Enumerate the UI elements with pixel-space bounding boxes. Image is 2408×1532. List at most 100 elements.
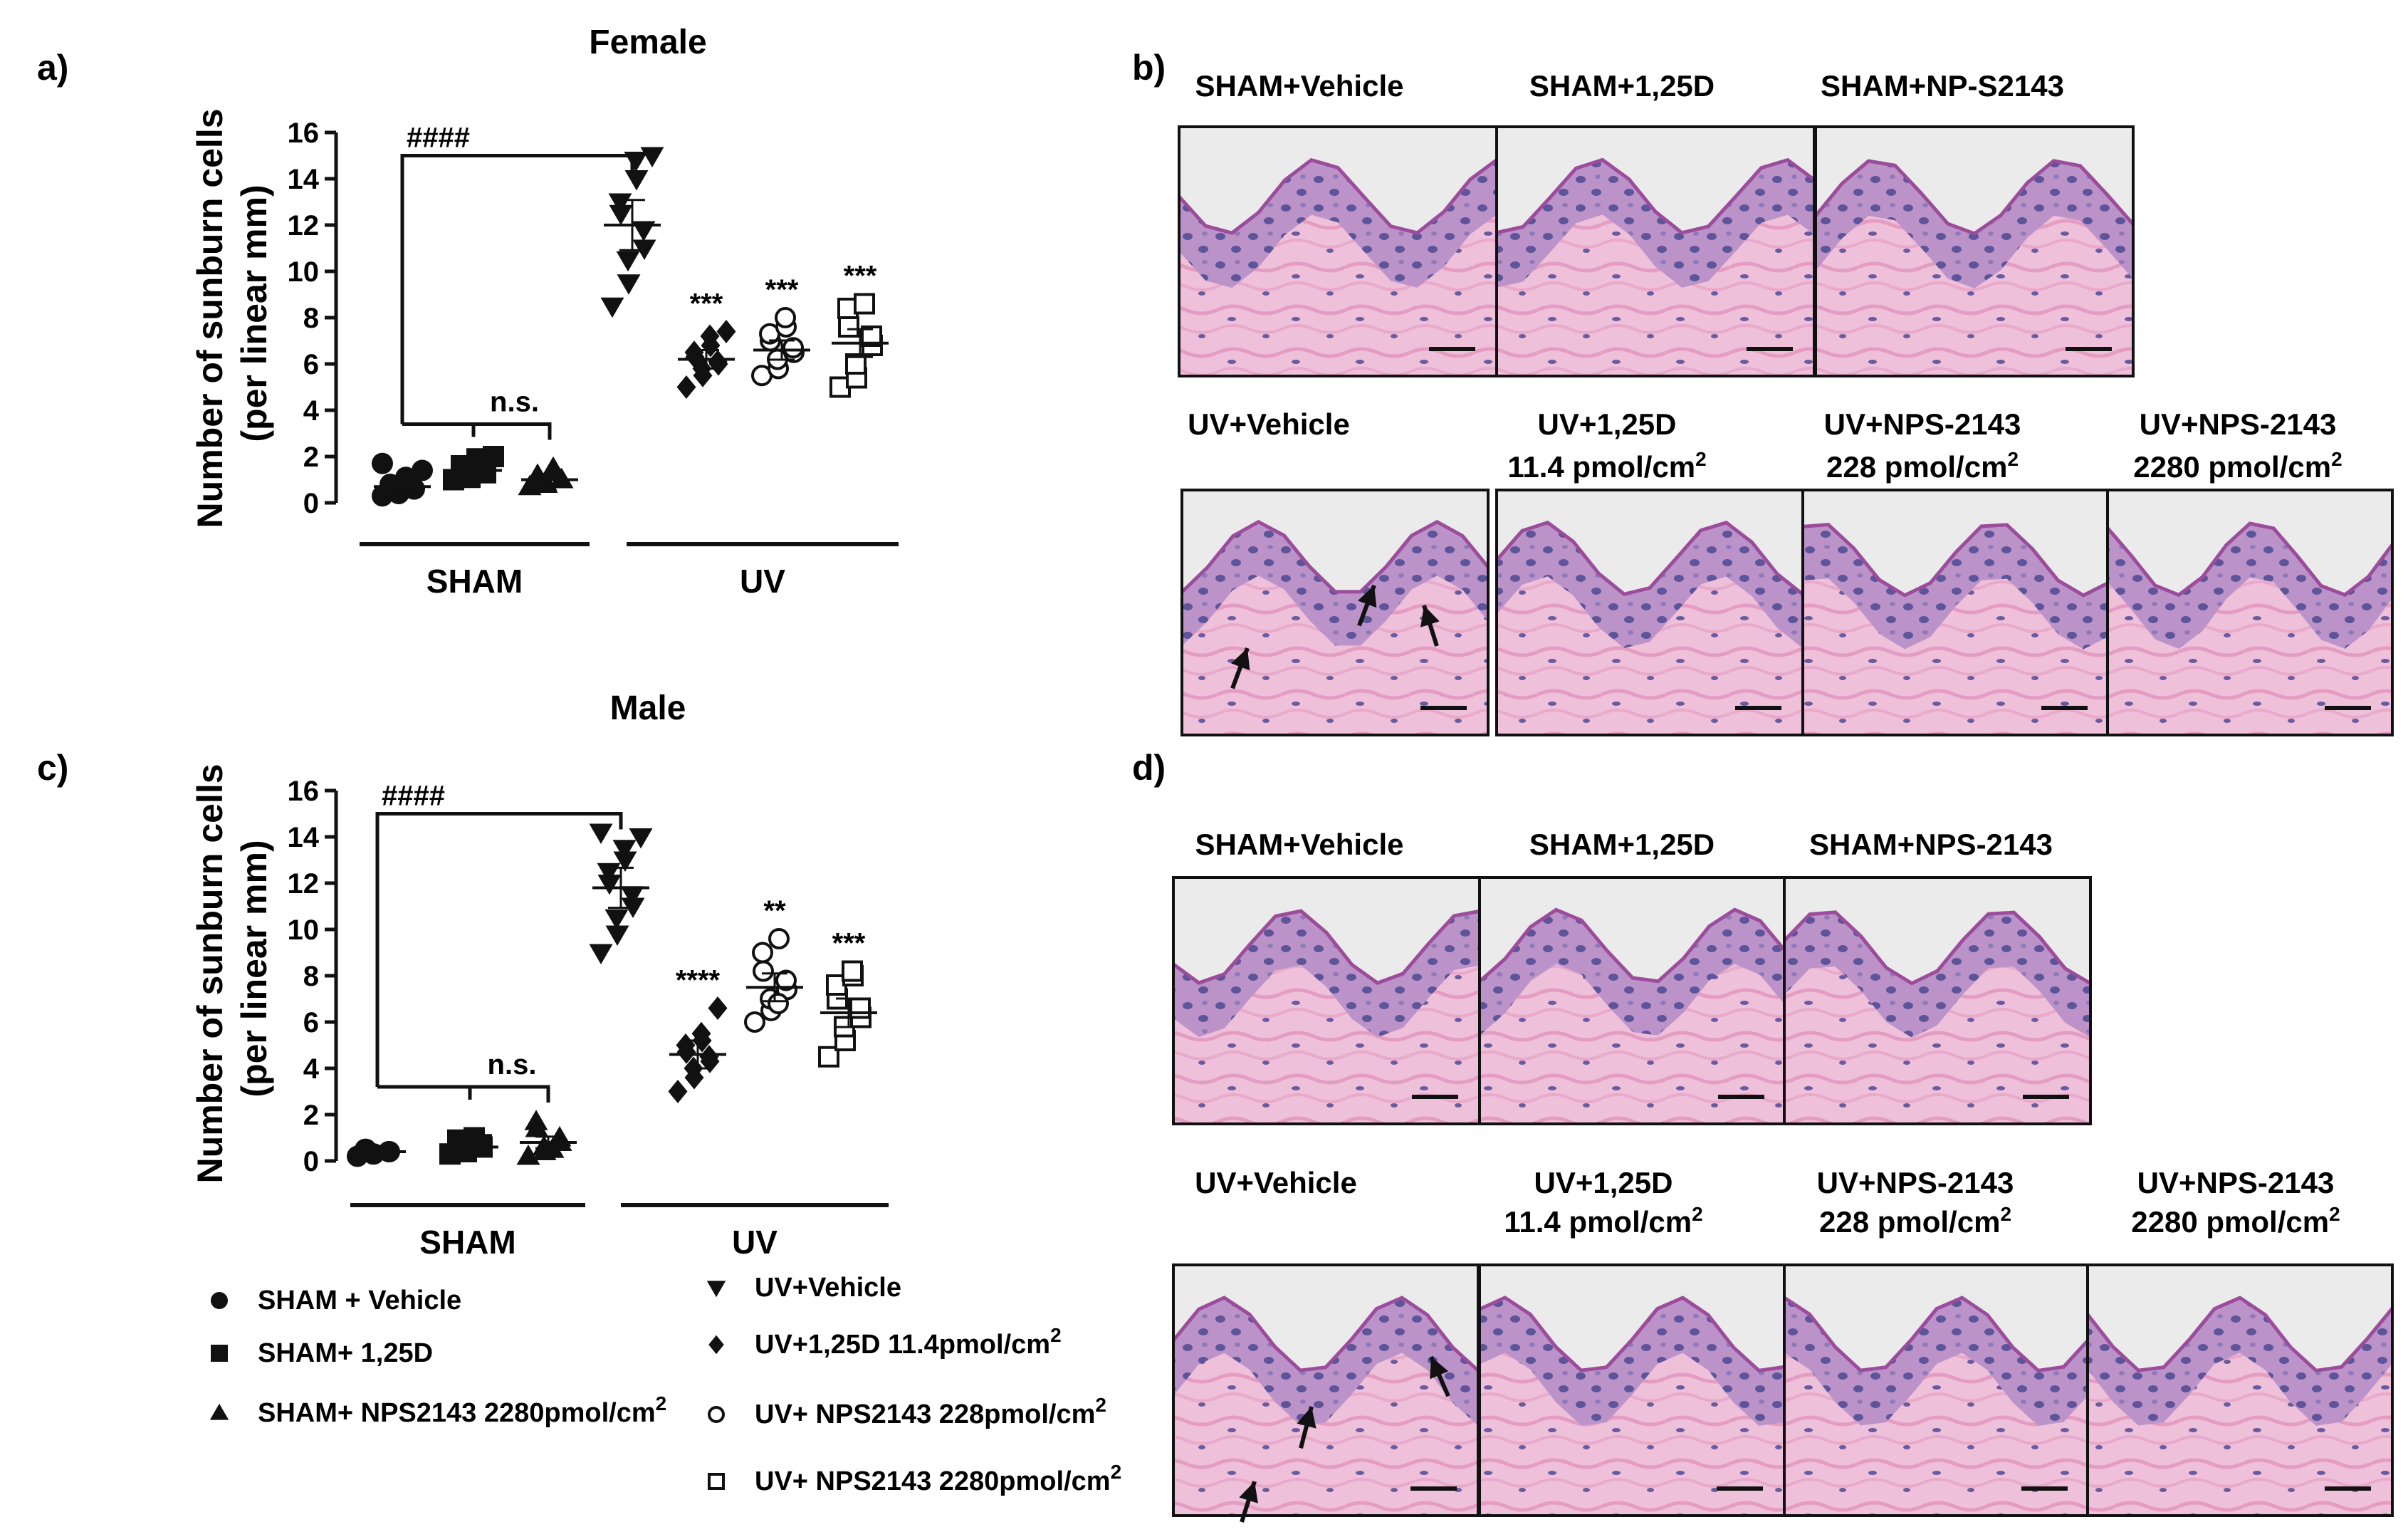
micrograph-d-top-label: SHAM+Vehicle [1195, 828, 1404, 861]
data-point [775, 969, 797, 991]
data-point [612, 840, 637, 860]
data-point [624, 170, 649, 191]
micrograph-d-bottom-sublabel: 228 pmol/cm2 [1819, 1203, 2011, 1239]
series-5: *** [751, 274, 810, 387]
micrograph-b-top-label: SHAM+NP-S2143 [1821, 69, 2064, 103]
micrograph-d-top-label: SHAM+NPS-2143 [1809, 828, 2053, 861]
legend-item: UV+ NPS2143 228pmol/cm2 [708, 1394, 1106, 1429]
micrograph-b-top-2 [1814, 125, 2135, 377]
ns-label: n.s. [490, 387, 539, 418]
legend-marker [211, 1345, 228, 1362]
data-point [716, 320, 736, 343]
y-tick-label: 2 [303, 442, 319, 473]
y-tick-label: 6 [303, 349, 319, 380]
micrograph-d-bottom-0 [1172, 1263, 1480, 1517]
micrograph-d-bottom-3 [2086, 1263, 2394, 1517]
legend-label: UV+ NPS2143 2280pmol/cm2 [755, 1461, 1121, 1496]
legend-marker [211, 1292, 228, 1309]
data-point [355, 1138, 376, 1160]
series-6: *** [829, 261, 889, 398]
micrograph-d-top-label: SHAM+1,25D [1529, 828, 1715, 861]
ns-label: n.s. [488, 1049, 537, 1080]
data-point [699, 1045, 719, 1069]
data-point [524, 1110, 548, 1130]
micrograph-b-top-1 [1495, 125, 1816, 377]
legend-item: SHAM + Vehicle [211, 1286, 461, 1315]
panel-label-b: b) [1132, 48, 1166, 88]
y-tick-label: 10 [288, 256, 320, 288]
data-point [464, 1127, 485, 1149]
chart-title: Female [589, 24, 706, 61]
series-4: *** [676, 288, 736, 399]
legend-label: SHAM+ 1,25D [258, 1338, 433, 1368]
data-point [676, 1033, 696, 1057]
chart-female: Female Number of sunburn cells (per line… [190, 24, 899, 600]
y-tick-label: 8 [303, 303, 319, 334]
data-point [412, 459, 433, 481]
arrow-icon [1230, 647, 1250, 689]
panel-label-c: c) [37, 748, 68, 788]
data-point [752, 942, 773, 964]
legend-label: UV+1,25D 11.4pmol/cm2 [755, 1324, 1062, 1360]
micrograph-b-bottom-1 [1495, 489, 1804, 736]
micrograph-d-bottom-label: UV+NPS-2143 [1817, 1166, 2014, 1199]
legend-marker [708, 1406, 725, 1423]
series-5: ** [744, 895, 803, 1033]
micrograph-b-bottom-0 [1181, 489, 1490, 736]
legend-marker [708, 1473, 725, 1490]
significance-bracket [375, 812, 623, 1087]
micrograph-b-bottom-2 [1801, 489, 2110, 736]
micrograph-b-bottom-sublabel: 2280 pmol/cm2 [2133, 448, 2342, 484]
series-1 [439, 1127, 498, 1165]
ns-bracket [377, 1085, 550, 1103]
micrograph-d-bottom-label: UV+1,25D [1534, 1166, 1673, 1199]
micrographs: SHAM+Vehicle SHAM+1,25D SHAM+NP-S2143UV+Ve… [1172, 69, 2394, 1523]
micrograph-b-bottom-label: UV+NPS-2143 [2140, 407, 2337, 441]
chart-male: Male Number of sunburn cells (per linear… [190, 689, 889, 1261]
group-label: UV [732, 1224, 778, 1261]
data-point [605, 925, 629, 946]
legend-marker [708, 1335, 724, 1355]
micrograph-b-bottom-3 [2106, 489, 2394, 736]
data-point [768, 928, 790, 949]
group-label: SHAM [419, 1224, 515, 1261]
data-point [676, 375, 696, 399]
data-point [609, 204, 633, 226]
legend-item: UV+ NPS2143 2280pmol/cm2 [708, 1461, 1121, 1496]
significance-label: *** [844, 261, 877, 292]
legend-label: UV+Vehicle [755, 1273, 901, 1303]
y-tick-label: 16 [288, 118, 320, 149]
legend-label: SHAM + Vehicle [258, 1286, 461, 1315]
micrograph-d-top-0 [1172, 876, 1481, 1125]
micrograph-b-bottom-sublabel: 11.4 pmol/cm2 [1507, 448, 1706, 484]
ns-bracket [402, 422, 552, 440]
micrograph-b-bottom-label: UV+Vehicle [1188, 407, 1350, 441]
significance-label-hash: #### [382, 781, 445, 812]
legend-item: UV+Vehicle [706, 1273, 901, 1303]
y-tick-label: 14 [288, 822, 320, 853]
y-tick-label: 8 [303, 961, 319, 992]
data-point [541, 456, 565, 477]
series-0 [372, 452, 433, 507]
y-tick-label: 4 [303, 395, 320, 427]
data-point [613, 851, 637, 872]
micrograph-b-top-label: SHAM+1,25D [1529, 69, 1715, 103]
legend-item: SHAM+ NPS2143 2280pmol/cm2 [209, 1392, 666, 1428]
data-point [604, 909, 629, 930]
series-2 [518, 456, 578, 496]
data-point [708, 996, 728, 1020]
micrograph-d-bottom-sublabel: 2280 pmol/cm2 [2131, 1203, 2340, 1239]
significance-bracket [400, 154, 634, 424]
micrograph-d-bottom-2 [1783, 1263, 2090, 1517]
data-point [849, 997, 871, 1019]
micrograph-d-top-1 [1478, 876, 1787, 1125]
micrograph-d-bottom-sublabel: 11.4 pmol/cm2 [1504, 1203, 1702, 1239]
legend-superscript: 2 [1050, 1324, 1062, 1346]
legend-superscript: 2 [1095, 1394, 1106, 1416]
data-point [753, 960, 774, 982]
y-tick-label: 16 [288, 776, 320, 807]
y-tick-label: 0 [303, 1146, 319, 1177]
